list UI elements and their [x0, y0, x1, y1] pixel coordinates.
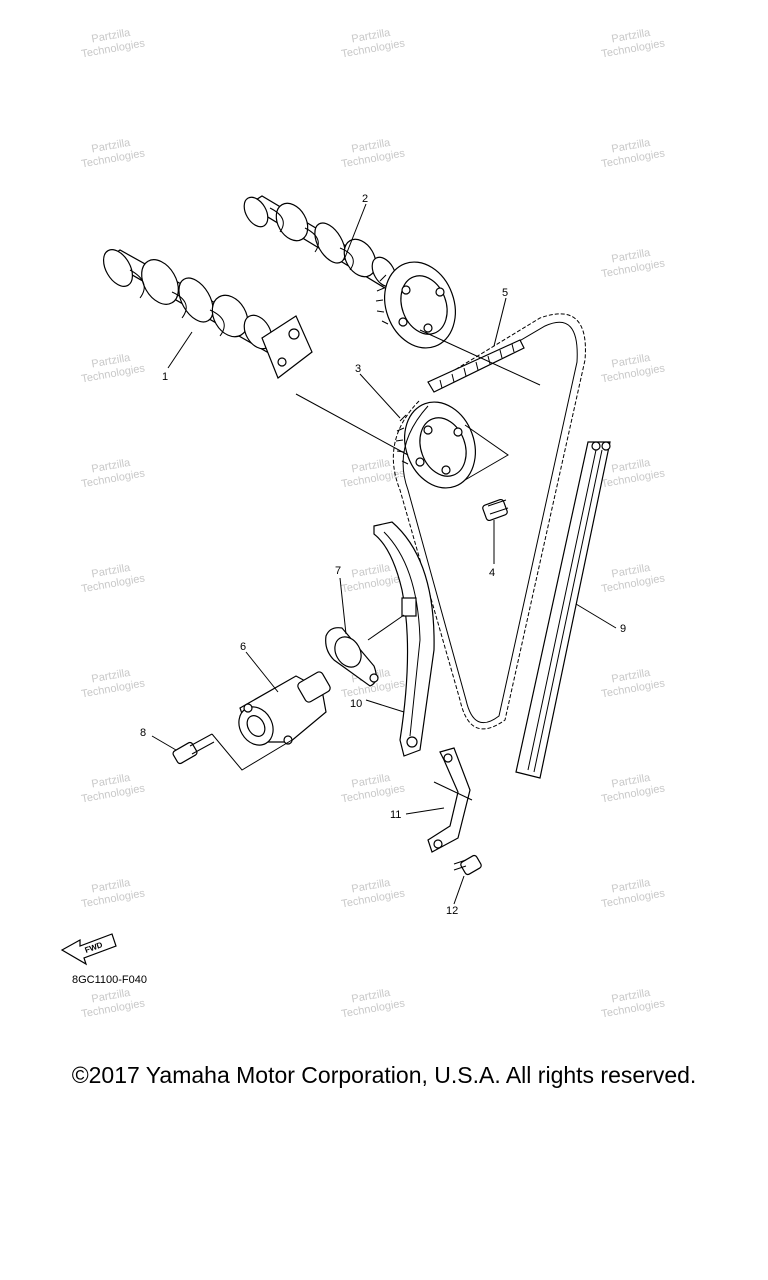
copyright-notice: ©2017 Yamaha Motor Corporation, U.S.A. A… [71, 1062, 697, 1088]
callout-4: 4 [489, 567, 495, 579]
camshaft-2[interactable] [239, 193, 421, 303]
callout-10: 10 [350, 698, 362, 710]
callout-7: 7 [335, 565, 341, 577]
callout-1: 1 [162, 371, 168, 383]
guide-bracket-11[interactable] [427, 747, 471, 853]
callout-12: 12 [446, 905, 458, 917]
callout-2: 2 [362, 193, 368, 205]
tensioner-bolt-8[interactable] [172, 733, 215, 765]
callout-8: 8 [140, 727, 146, 739]
callout-11: 11 [390, 809, 401, 821]
alignment-lines [211, 329, 541, 801]
sprocket-bolt-4[interactable] [482, 498, 509, 522]
callout-9: 9 [620, 623, 626, 635]
tensioner-gasket-7[interactable] [325, 627, 379, 687]
leader-lines [151, 203, 617, 905]
figure-code: 8GC1100-F040 [72, 974, 148, 986]
fwd-arrow-icon: FWD [60, 933, 117, 966]
exploded-parts-diagram: 1 2 3 4 5 6 7 8 9 10 11 12 FWD [60, 193, 626, 966]
cam-sprocket-3[interactable] [393, 392, 487, 498]
cam-sprocket-upper[interactable] [373, 252, 467, 358]
cam-flange-plate [261, 315, 313, 379]
chain-tensioner-guide-10[interactable] [373, 521, 435, 757]
callout-6: 6 [240, 641, 246, 653]
timing-chain-5[interactable] [392, 313, 586, 730]
callout-labels: 1 2 3 4 5 6 7 8 9 10 11 12 [140, 193, 626, 917]
camshaft-1[interactable] [98, 245, 301, 365]
chain-guide-9[interactable] [515, 441, 611, 779]
callout-5: 5 [502, 287, 508, 299]
chain-tensioner-6[interactable] [232, 670, 331, 751]
bracket-bolt-12[interactable] [453, 854, 482, 876]
callout-3: 3 [355, 363, 361, 375]
